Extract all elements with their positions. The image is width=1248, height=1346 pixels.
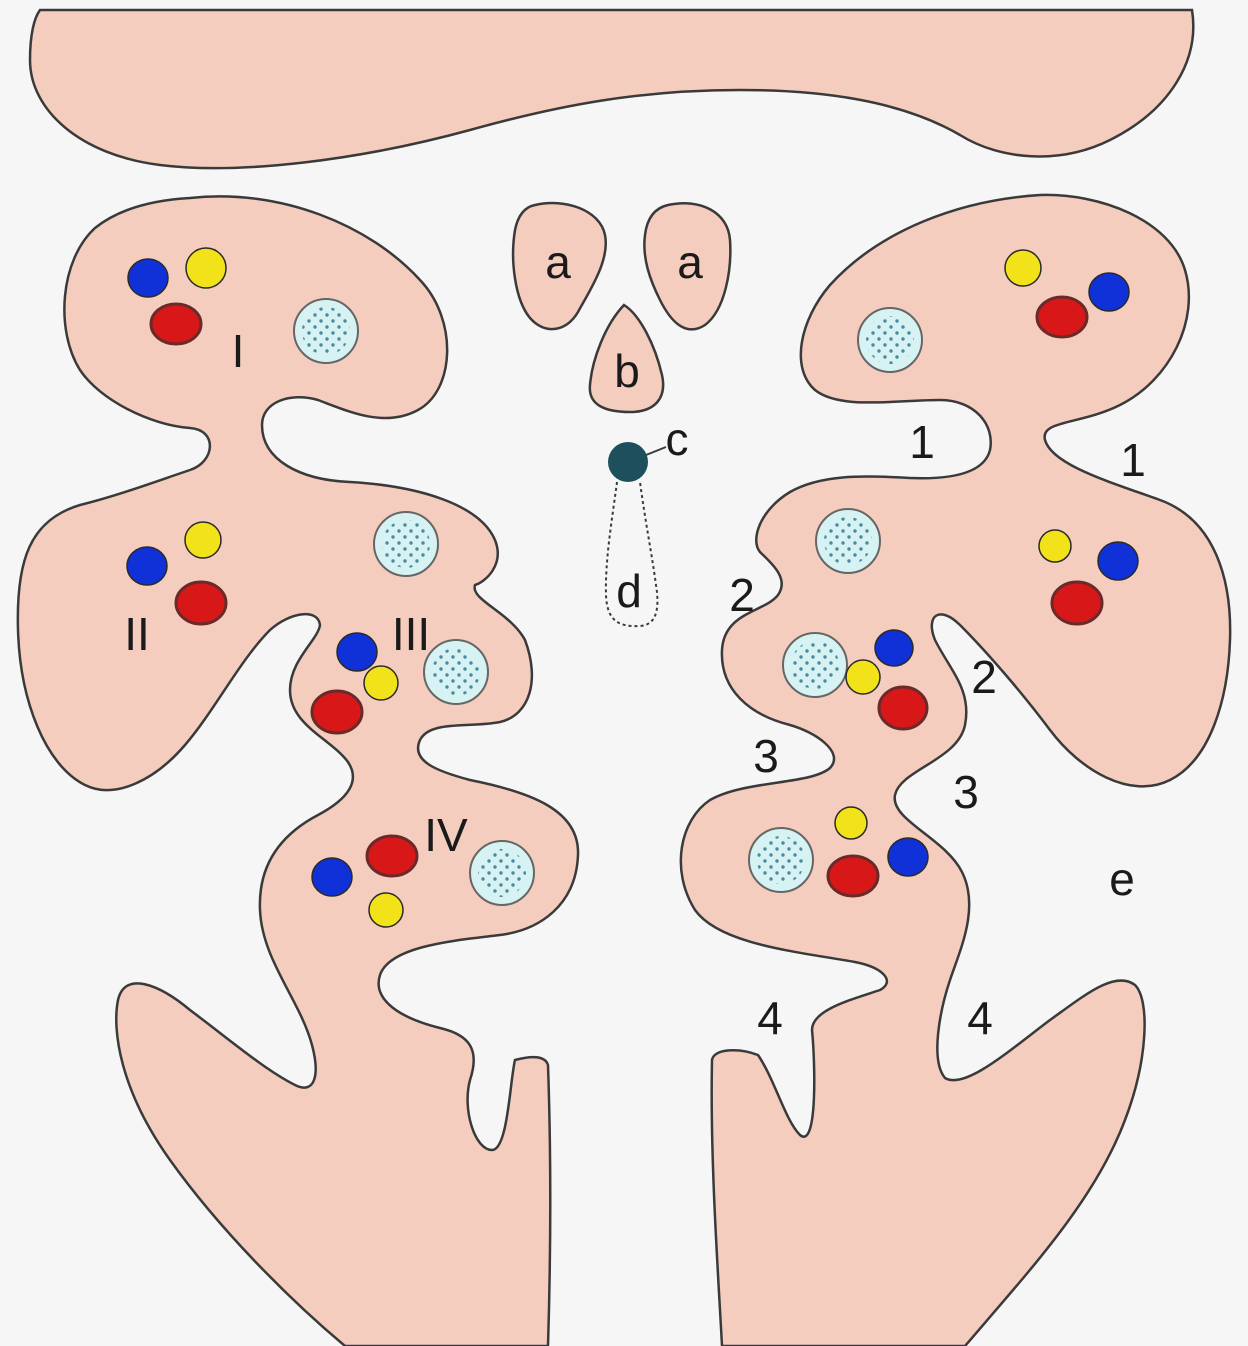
label-d: d bbox=[616, 565, 642, 617]
yellow-circle-icon bbox=[186, 248, 226, 288]
yellow-circle-icon bbox=[835, 807, 867, 839]
label-groove-3-left: 3 bbox=[753, 730, 779, 782]
dotted-circle-pattern bbox=[757, 836, 805, 884]
label-groove-4-left: 4 bbox=[757, 992, 783, 1044]
dotted-circle-pattern bbox=[824, 517, 872, 565]
red-circle-icon bbox=[151, 304, 201, 344]
blue-circle-icon bbox=[128, 259, 168, 297]
label-b: b bbox=[614, 345, 640, 397]
red-circle-icon bbox=[879, 687, 927, 729]
yellow-circle-icon bbox=[364, 666, 398, 700]
blue-circle-icon bbox=[337, 633, 377, 671]
label-arch-IV: IV bbox=[424, 809, 468, 861]
label-a-right: a bbox=[677, 236, 703, 288]
blue-circle-icon bbox=[312, 858, 352, 896]
red-circle-icon bbox=[312, 691, 362, 733]
red-circle-icon bbox=[828, 856, 878, 896]
red-circle-icon bbox=[1037, 297, 1087, 337]
label-groove-4-right: 4 bbox=[967, 992, 993, 1044]
blue-circle-icon bbox=[875, 630, 913, 666]
yellow-circle-icon bbox=[1005, 250, 1041, 286]
red-circle-icon bbox=[367, 836, 417, 876]
label-e: e bbox=[1109, 853, 1135, 905]
blue-circle-icon bbox=[1098, 542, 1138, 580]
dotted-circle-pattern bbox=[866, 316, 914, 364]
label-arch-I: I bbox=[232, 325, 245, 377]
red-circle-icon bbox=[1052, 582, 1102, 624]
structure-c bbox=[608, 442, 648, 482]
dotted-circle-pattern bbox=[302, 307, 350, 355]
dotted-circle-pattern bbox=[478, 849, 526, 897]
label-arch-II: II bbox=[124, 608, 150, 660]
label-groove-1-left: 1 bbox=[909, 416, 935, 468]
yellow-circle-icon bbox=[369, 893, 403, 927]
blue-circle-icon bbox=[888, 838, 928, 876]
label-groove-1-right: 1 bbox=[1120, 434, 1146, 486]
blue-circle-icon bbox=[1089, 273, 1129, 311]
dotted-circle-pattern bbox=[432, 648, 480, 696]
label-arch-III: III bbox=[392, 608, 430, 660]
yellow-circle-icon bbox=[846, 660, 880, 694]
label-groove-2-left: 2 bbox=[729, 569, 755, 621]
label-groove-3-right: 3 bbox=[953, 766, 979, 818]
label-c: c bbox=[666, 413, 689, 465]
dotted-circle-pattern bbox=[791, 641, 839, 689]
dotted-circle-pattern bbox=[382, 520, 430, 568]
red-circle-icon bbox=[176, 582, 226, 624]
yellow-circle-icon bbox=[185, 522, 221, 558]
yellow-circle-icon bbox=[1039, 530, 1071, 562]
blue-circle-icon bbox=[127, 547, 167, 585]
label-groove-2-right: 2 bbox=[971, 651, 997, 703]
label-a-left: a bbox=[545, 236, 571, 288]
